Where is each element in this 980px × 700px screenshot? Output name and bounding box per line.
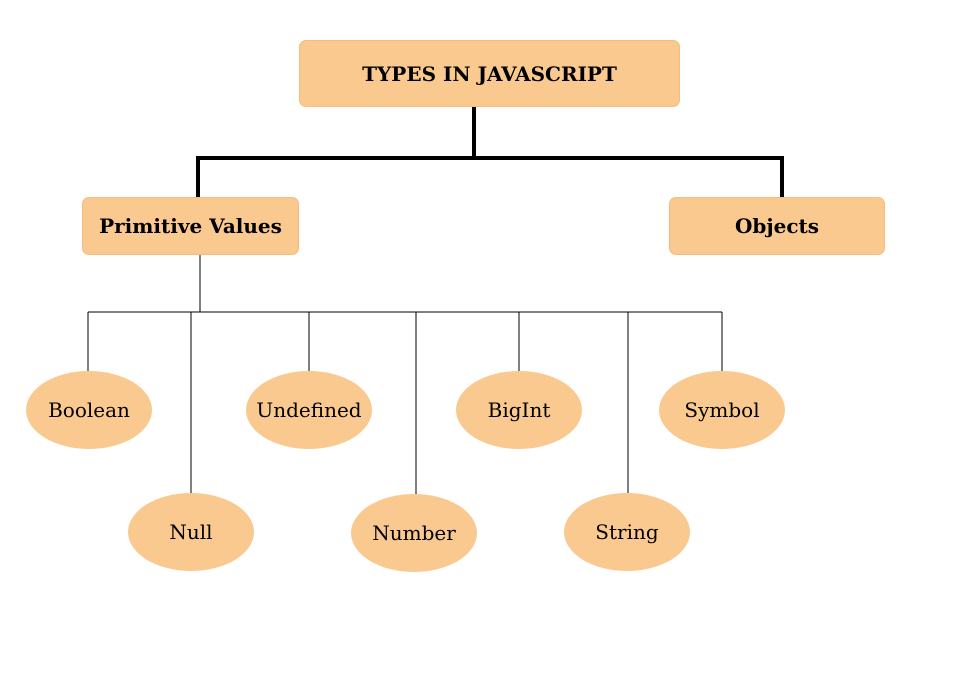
number-node: Number	[351, 494, 477, 572]
objects-node: Objects	[670, 198, 884, 254]
string-label: String	[595, 520, 659, 544]
symbol-node: Symbol	[659, 371, 785, 449]
boolean-node: Boolean	[26, 371, 152, 449]
undefined-node: Undefined	[246, 371, 372, 449]
bigint-label: BigInt	[487, 398, 551, 422]
string-node: String	[564, 493, 690, 571]
primitive-values-node: Primitive Values	[83, 198, 298, 254]
number-label: Number	[372, 521, 456, 545]
root-node: TYPES IN JAVASCRIPT	[300, 41, 679, 106]
boolean-label: Boolean	[48, 398, 130, 422]
undefined-label: Undefined	[256, 398, 362, 422]
bigint-node: BigInt	[456, 371, 582, 449]
objects-label: Objects	[734, 214, 820, 238]
null-node: Null	[128, 493, 254, 571]
root-node-label: TYPES IN JAVASCRIPT	[362, 61, 617, 86]
primitive-values-label: Primitive Values	[99, 214, 282, 238]
symbol-label: Symbol	[684, 398, 760, 422]
null-label: Null	[169, 520, 213, 544]
